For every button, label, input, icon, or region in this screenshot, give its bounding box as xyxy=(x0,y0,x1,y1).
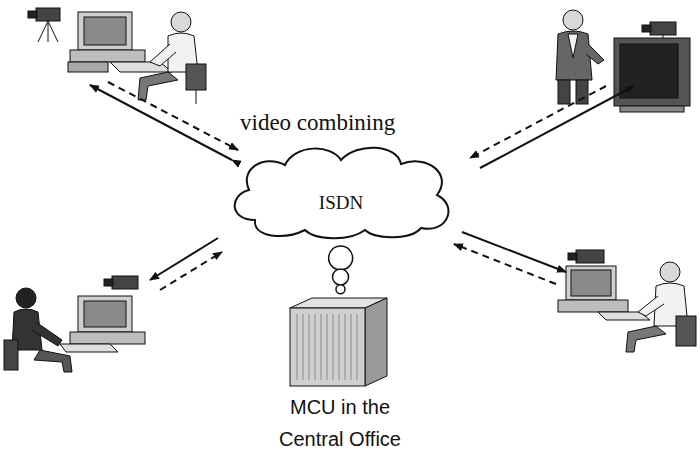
workstation-bottom-right-part xyxy=(558,300,628,312)
thought-bubble-connector xyxy=(329,246,353,294)
workstation-bottom-left-part xyxy=(4,340,18,370)
server-slot xyxy=(297,314,298,380)
server-slot xyxy=(333,314,334,380)
workstation-bottom-right xyxy=(558,250,696,352)
workstation-bottom-right-part xyxy=(676,316,696,346)
workstation-bottom-left-part xyxy=(32,322,62,346)
server-slot xyxy=(351,314,352,380)
workstation-top-left-part xyxy=(48,21,49,42)
server-slot xyxy=(327,314,328,380)
server-face xyxy=(290,308,365,386)
workstation-bottom-left-part xyxy=(104,279,113,286)
workstation-top-right-part xyxy=(650,22,676,35)
workstation-top-left-part xyxy=(150,44,176,66)
thought-bubble xyxy=(333,269,349,285)
workstation-bottom-left xyxy=(4,276,145,372)
workstation-bottom-right-part xyxy=(660,262,680,282)
link-arrows-part xyxy=(90,85,232,160)
server-slot xyxy=(321,314,322,380)
workstation-top-right-part xyxy=(558,80,570,104)
workstation-top-left-part xyxy=(171,12,191,32)
workstation-bottom-right-part xyxy=(568,253,577,260)
workstation-bottom-left-part xyxy=(60,344,118,352)
thought-bubble xyxy=(329,246,353,270)
server-slot xyxy=(309,314,310,380)
server-slot xyxy=(339,314,340,380)
workstation-top-left-part xyxy=(28,11,37,18)
workstation-top-right-part xyxy=(556,31,592,80)
mcu-server: MCU in the Central Office xyxy=(265,296,415,456)
link-arrows-part xyxy=(462,232,566,272)
thought-bubble xyxy=(336,285,345,294)
workstation-top-right xyxy=(556,10,690,112)
node-text: ISDN xyxy=(225,192,457,214)
workstation-top-right-part xyxy=(563,10,583,30)
workstation-top-left-part xyxy=(138,72,178,100)
link-arrows-part xyxy=(150,238,218,280)
workstation-top-left-part xyxy=(186,64,206,90)
link-arrows-part xyxy=(470,86,606,158)
workstation-bottom-right-part xyxy=(566,266,616,300)
workstation-top-right-part xyxy=(663,35,664,38)
workstation-bottom-left-part xyxy=(78,296,132,332)
server-face xyxy=(365,298,387,386)
workstation-top-right-part xyxy=(614,38,690,106)
workstation-top-right-part xyxy=(568,34,578,58)
workstation-top-left-part xyxy=(68,62,108,72)
workstation-bottom-right-part xyxy=(571,270,611,296)
workstation-bottom-right-part xyxy=(638,296,664,316)
workstation-bottom-left-part xyxy=(84,301,126,327)
workstation-top-left-part xyxy=(70,50,145,62)
workstation-top-right-part xyxy=(576,80,588,104)
workstation-top-left-part xyxy=(38,21,48,42)
workstation-top-right-part xyxy=(586,44,604,64)
server-slot xyxy=(345,314,346,380)
workstation-bottom-left-part xyxy=(112,276,138,289)
cloud-outline xyxy=(225,140,457,240)
node-text: MCU in the Central Office xyxy=(265,391,415,455)
link-arrows xyxy=(90,82,634,290)
workstation-bottom-left-part xyxy=(34,350,72,372)
workstation-top-left-part xyxy=(84,17,126,45)
workstation-top-left-part xyxy=(78,12,132,50)
workstation-bottom-right-part xyxy=(626,326,666,352)
workstation-bottom-left-part xyxy=(70,332,145,344)
workstation-top-left-part xyxy=(48,21,58,42)
workstation-top-left-part xyxy=(196,90,197,104)
server-slot xyxy=(357,314,358,380)
workstation-top-right-part xyxy=(620,106,684,112)
link-arrows-part xyxy=(454,244,556,284)
workstation-bottom-right-part xyxy=(576,250,604,263)
link-arrows-part xyxy=(160,252,222,290)
server-slot xyxy=(315,314,316,380)
workstation-top-left-part xyxy=(36,8,60,21)
workstation-top-left xyxy=(28,8,206,104)
server-slot xyxy=(303,314,304,380)
link-arrows-part xyxy=(480,86,634,168)
network-cloud: ISDN xyxy=(225,140,457,240)
link-arrows-part xyxy=(108,82,238,150)
workstation-bottom-left-part xyxy=(16,288,36,308)
network-label: video combining xyxy=(240,110,395,136)
workstation-top-right-part xyxy=(642,25,651,32)
